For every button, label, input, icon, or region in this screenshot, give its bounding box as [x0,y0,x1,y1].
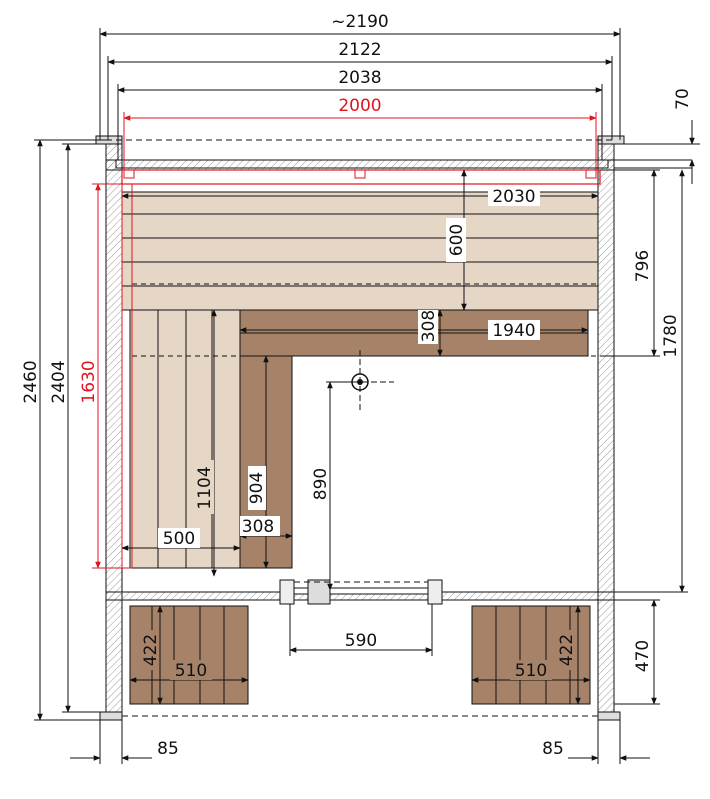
side-bench [129,309,241,569]
wall-left [105,139,123,719]
label-lower-bench-depth: 308 [419,310,439,342]
red-frame [121,169,601,185]
label-side-depth: 1780 [661,314,681,357]
label-side-bench-width: 500 [163,529,195,549]
dimension-labels: ~2190 2122 2038 2000 70 2030 600 1940 30… [21,12,693,759]
walls [95,135,692,721]
label-left-box-depth: 422 [141,634,161,666]
red-marker [123,169,135,179]
label-total-depth: 2460 [21,360,41,403]
label-red-depth: 1630 [79,360,99,403]
red-outline [121,169,601,569]
red-marker [585,169,597,179]
label-right-post: 85 [542,739,564,759]
label-left-post: 85 [157,739,179,759]
post-bottom-right [597,711,621,721]
label-bg [510,660,552,680]
dimension-lines [34,28,700,764]
label-door-width: 590 [345,631,377,651]
label-bg [488,320,540,340]
label-inner-width: 2038 [338,68,381,88]
stove [326,350,394,410]
upper-bench [121,191,599,311]
label-red-width: 2000 [338,96,381,116]
label-porch-depth: 470 [633,640,653,672]
label-right-box-depth: 422 [557,634,577,666]
label-bg [158,528,200,548]
label-upper-bench-length: 2030 [492,187,535,207]
door-leaf [293,587,429,595]
label-bg [142,630,158,670]
label-left-box-width: 510 [175,661,207,681]
label-bg [196,460,214,514]
label-lower-bench-length: 1940 [492,321,535,341]
label-side-to-bench: 796 [633,250,653,282]
label-bg [558,630,574,670]
door-frame-right [427,579,443,605]
label-roof-overhang: 70 [673,88,693,110]
label-right-box-width: 510 [515,661,547,681]
red-marker [354,169,366,179]
wall-right [597,139,615,719]
label-side-lower-width: 308 [242,517,274,537]
porch-boxes [129,605,591,705]
label-side-bench-length: 1104 [195,466,215,509]
back-beam [115,159,609,169]
label-bg [170,660,212,680]
label-outer-width: 2122 [338,40,381,60]
door-handle [307,579,331,605]
label-side-lower-length: 904 [247,472,267,504]
label-bg [248,466,266,510]
label-bg [240,516,280,536]
label-upper-bench-depth: 600 [447,224,467,256]
label-bg [488,186,540,206]
label-bg [418,310,438,344]
post-bottom-left [99,711,123,721]
door [279,579,443,605]
label-bg [446,218,466,262]
door-frame-left [279,579,295,605]
label-overall-approx: ~2190 [331,12,389,32]
label-door-distance: 890 [311,468,331,500]
label-inner-depth: 2404 [49,360,69,403]
